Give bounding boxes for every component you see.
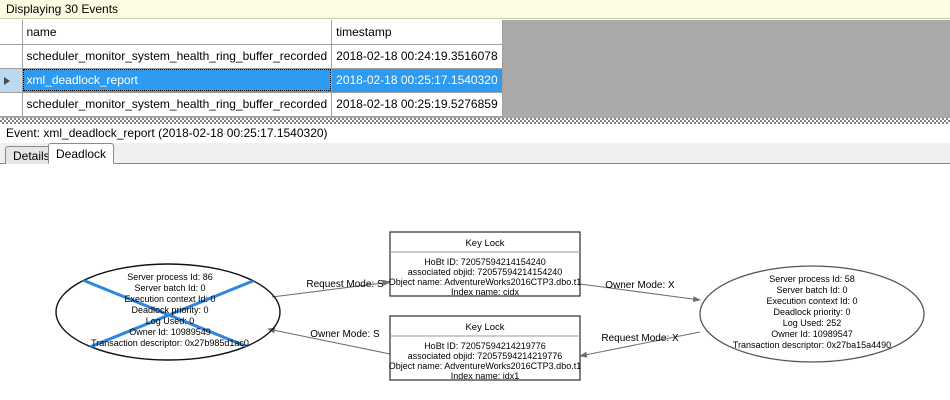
- resource-line: associated objid: 72057594214219776: [408, 351, 563, 361]
- process-line: Deadlock priority: 0: [131, 305, 208, 315]
- tab-deadlock[interactable]: Deadlock: [48, 143, 115, 164]
- table-row-selected[interactable]: xml_deadlock_report 2018-02-18 00:25:17.…: [0, 68, 503, 93]
- process-line: Execution context Id: 0: [766, 296, 857, 306]
- edge-label-request-mode-x: Request Mode: X: [601, 333, 679, 344]
- tabstrip: Details Deadlock: [0, 143, 950, 164]
- resource-line: Object name: AdventureWorks2016CTP3.dbo.…: [389, 361, 581, 371]
- events-table: name timestamp scheduler_monitor_system_…: [0, 20, 503, 117]
- event-caption-label: Event: xml_deadlock_report (2018-02-18 0…: [6, 126, 328, 140]
- cell-timestamp[interactable]: 2018-02-18 00:25:19.5276859: [331, 92, 503, 117]
- resource-line: Object name: AdventureWorks2016CTP3.dbo.…: [389, 277, 581, 287]
- row-selector-cell[interactable]: [0, 68, 23, 93]
- column-header-timestamp[interactable]: timestamp: [331, 20, 503, 45]
- resource-node-bottom-key-lock[interactable]: Key Lock HoBt ID: 72057594214219776 asso…: [389, 315, 581, 381]
- resource-node-top-key-lock[interactable]: Key Lock HoBt ID: 72057594214154240 asso…: [389, 231, 581, 297]
- process-line: Owner Id: 10989547: [771, 329, 853, 339]
- row-selector-header: [0, 20, 23, 45]
- edge-label-text: Request Mode: X: [601, 333, 679, 344]
- resource-title: Key Lock: [465, 322, 504, 333]
- process-line: Deadlock priority: 0: [773, 307, 850, 317]
- resource-line: Index name: idx1: [451, 371, 520, 381]
- row-selector-arrow-icon: [4, 76, 10, 85]
- displaying-events-label: Displaying 30 Events: [6, 2, 119, 16]
- resource-line: Index name: cidx: [451, 287, 520, 297]
- edge-top-owner-right: [579, 283, 701, 303]
- edge-bottom-owner-left: [267, 327, 391, 355]
- table-row[interactable]: scheduler_monitor_system_health_ring_buf…: [0, 44, 503, 69]
- resource-line: associated objid: 72057594214154240: [408, 267, 563, 277]
- edge-label-owner-mode-s: Owner Mode: S: [310, 329, 380, 340]
- cell-name[interactable]: scheduler_monitor_system_health_ring_buf…: [22, 44, 333, 69]
- process-line: Server process Id: 86: [127, 272, 213, 282]
- cell-timestamp[interactable]: 2018-02-18 00:25:17.1540320: [331, 68, 503, 93]
- process-line: Server process Id: 58: [769, 274, 855, 284]
- table-header-row: name timestamp: [0, 20, 503, 45]
- displaying-events-banner: Displaying 30 Events: [0, 0, 950, 19]
- deadlock-graph-canvas[interactable]: Server process Id: 86 Server batch Id: 0…: [0, 164, 950, 400]
- process-line: Execution context Id: 0: [124, 294, 215, 304]
- cell-name[interactable]: scheduler_monitor_system_health_ring_buf…: [22, 92, 333, 117]
- edge-right-request-bottom: [579, 331, 701, 358]
- column-header-name[interactable]: name: [22, 20, 333, 45]
- resource-line: HoBt ID: 72057594214154240: [424, 257, 546, 267]
- horizontal-splitter[interactable]: [0, 118, 950, 124]
- resource-title: Key Lock: [465, 238, 504, 249]
- row-selector-cell[interactable]: [0, 92, 23, 117]
- edge-label-request-mode-s: Request Mode: S: [306, 279, 384, 290]
- process-line: Server batch Id: 0: [134, 283, 205, 293]
- process-node-right[interactable]: Server process Id: 58 Server batch Id: 0…: [699, 265, 925, 363]
- row-selector-cell[interactable]: [0, 44, 23, 69]
- edge-left-request-top: [271, 279, 391, 298]
- event-caption: Event: xml_deadlock_report (2018-02-18 0…: [0, 124, 950, 142]
- edge-label-text: Request Mode: S: [306, 279, 384, 290]
- process-line: Transaction descriptor: 0x27b985d1ac0: [91, 338, 249, 348]
- process-line: Transaction descriptor: 0x27ba15a4490: [733, 340, 891, 350]
- cell-timestamp[interactable]: 2018-02-18 00:24:19.3516078: [331, 44, 503, 69]
- process-line: Log Used: 0: [146, 316, 195, 326]
- tab-details[interactable]: Details: [5, 146, 58, 164]
- edge-label-text: Owner Mode: S: [310, 329, 380, 340]
- table-row[interactable]: scheduler_monitor_system_health_ring_buf…: [0, 92, 503, 117]
- edge-label-text: Owner Mode: X: [605, 280, 675, 291]
- cell-name[interactable]: xml_deadlock_report: [22, 68, 333, 93]
- process-line: Log Used: 252: [783, 318, 842, 328]
- resource-line: HoBt ID: 72057594214219776: [424, 341, 546, 351]
- deadlock-victim-cross-icon: [57, 268, 280, 360]
- events-grid[interactable]: name timestamp scheduler_monitor_system_…: [0, 20, 950, 118]
- edge-label-owner-mode-x: Owner Mode: X: [605, 280, 675, 291]
- process-line: Owner Id: 10989549: [129, 327, 211, 337]
- process-line: Server batch Id: 0: [776, 285, 847, 295]
- process-node-left[interactable]: Server process Id: 86 Server batch Id: 0…: [55, 263, 281, 361]
